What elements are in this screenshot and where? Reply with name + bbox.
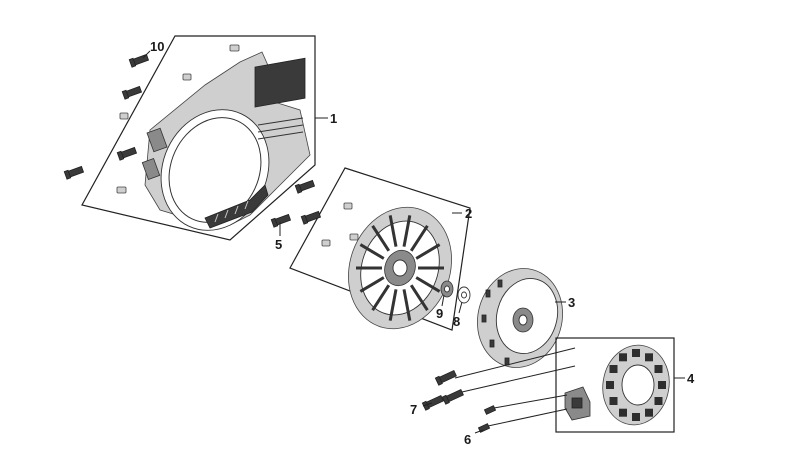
- fan-blade: [359, 276, 385, 293]
- fan-blade: [359, 243, 385, 260]
- callout-5: 5: [275, 237, 282, 252]
- washer-9: [440, 280, 454, 298]
- fan-blade: [409, 284, 429, 312]
- fan-dowels: [321, 202, 359, 247]
- stator-coil: [619, 353, 627, 362]
- fan-blade: [415, 276, 441, 293]
- leader-lines: [142, 50, 685, 434]
- stator-coil: [619, 408, 627, 417]
- fan-blade: [388, 215, 398, 247]
- stator-coil: [645, 353, 653, 362]
- callout-1: 1: [330, 111, 337, 126]
- stator-group-frame: [555, 337, 675, 433]
- cooling-fan-part: [348, 206, 452, 330]
- washer-8: [457, 286, 471, 304]
- stator-coil: [606, 381, 614, 389]
- stator-coil: [658, 381, 666, 389]
- callout-10: 10: [150, 39, 164, 54]
- stator-coil: [645, 408, 653, 417]
- fan-blades: [356, 215, 444, 321]
- stator-coil: [632, 413, 640, 421]
- callout-2: 2: [465, 206, 472, 221]
- stator-coil: [609, 365, 618, 373]
- fan-blade: [415, 243, 441, 260]
- flywheel-rotor-part: [477, 268, 563, 368]
- stator-coil: [632, 349, 640, 357]
- stator-part: [602, 344, 670, 426]
- fan-group-frame: [289, 167, 471, 331]
- fan-blade: [402, 215, 412, 247]
- fan-blade: [402, 289, 412, 321]
- washer-group: [440, 280, 471, 304]
- callout-7: 7: [410, 402, 417, 417]
- callout-6: 6: [464, 432, 471, 447]
- bolt-10-set: [63, 53, 150, 180]
- cooling-fan-group: [270, 167, 471, 331]
- callout-9: 9: [436, 306, 443, 321]
- callout-3: 3: [568, 295, 575, 310]
- callout-4: 4: [687, 371, 695, 386]
- shroud-vent-grille: [254, 57, 306, 140]
- bolt-7-set: [421, 369, 464, 411]
- pulser-coil: [564, 386, 591, 421]
- callout-8: 8: [453, 314, 460, 329]
- shroud-bottom-fins: [204, 184, 269, 229]
- bolt-5-set: [270, 179, 322, 228]
- fan-blade: [388, 289, 398, 321]
- shroud-group-frame: [81, 35, 316, 241]
- screw-6-set: [477, 405, 497, 433]
- stator-group: [555, 337, 675, 433]
- fan-shroud-part: [141, 51, 311, 231]
- fan-blade: [409, 224, 429, 252]
- shroud-dowels: [116, 44, 240, 194]
- fan-blade: [371, 284, 391, 312]
- stator-coil: [654, 365, 663, 373]
- fan-blade: [371, 224, 391, 252]
- fan-shroud-group: [63, 35, 316, 241]
- stator-coil: [654, 397, 663, 405]
- stator-coil: [609, 397, 618, 405]
